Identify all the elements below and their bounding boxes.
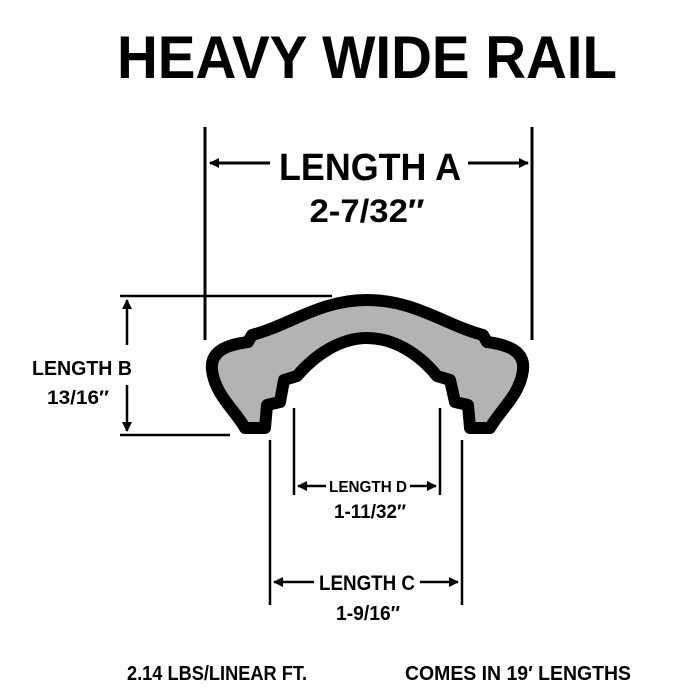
dimension-c bbox=[268, 440, 464, 605]
rail-profile bbox=[205, 294, 530, 434]
dimension-a bbox=[203, 127, 534, 340]
weight-note: 2.14 LBS/LINEAR FT. bbox=[127, 663, 307, 685]
lengths-note: COMES IN 19′ LENGTHS bbox=[405, 663, 631, 685]
dimension-d bbox=[292, 408, 442, 495]
length-d-value: 1-11/32″ bbox=[334, 502, 406, 523]
length-c-label: LENGTH C bbox=[319, 572, 415, 595]
length-d-label: LENGTH D bbox=[329, 479, 407, 496]
length-b-value: 13/16″ bbox=[47, 388, 109, 409]
length-c-value: 1-9/16″ bbox=[336, 603, 400, 625]
title: HEAVY WIDE RAIL bbox=[117, 24, 617, 91]
dimension-b bbox=[120, 294, 332, 437]
length-a-label: LENGTH A bbox=[279, 147, 461, 189]
length-b-label: LENGTH B bbox=[32, 358, 132, 380]
length-a-value: 2-7/32″ bbox=[310, 193, 425, 229]
